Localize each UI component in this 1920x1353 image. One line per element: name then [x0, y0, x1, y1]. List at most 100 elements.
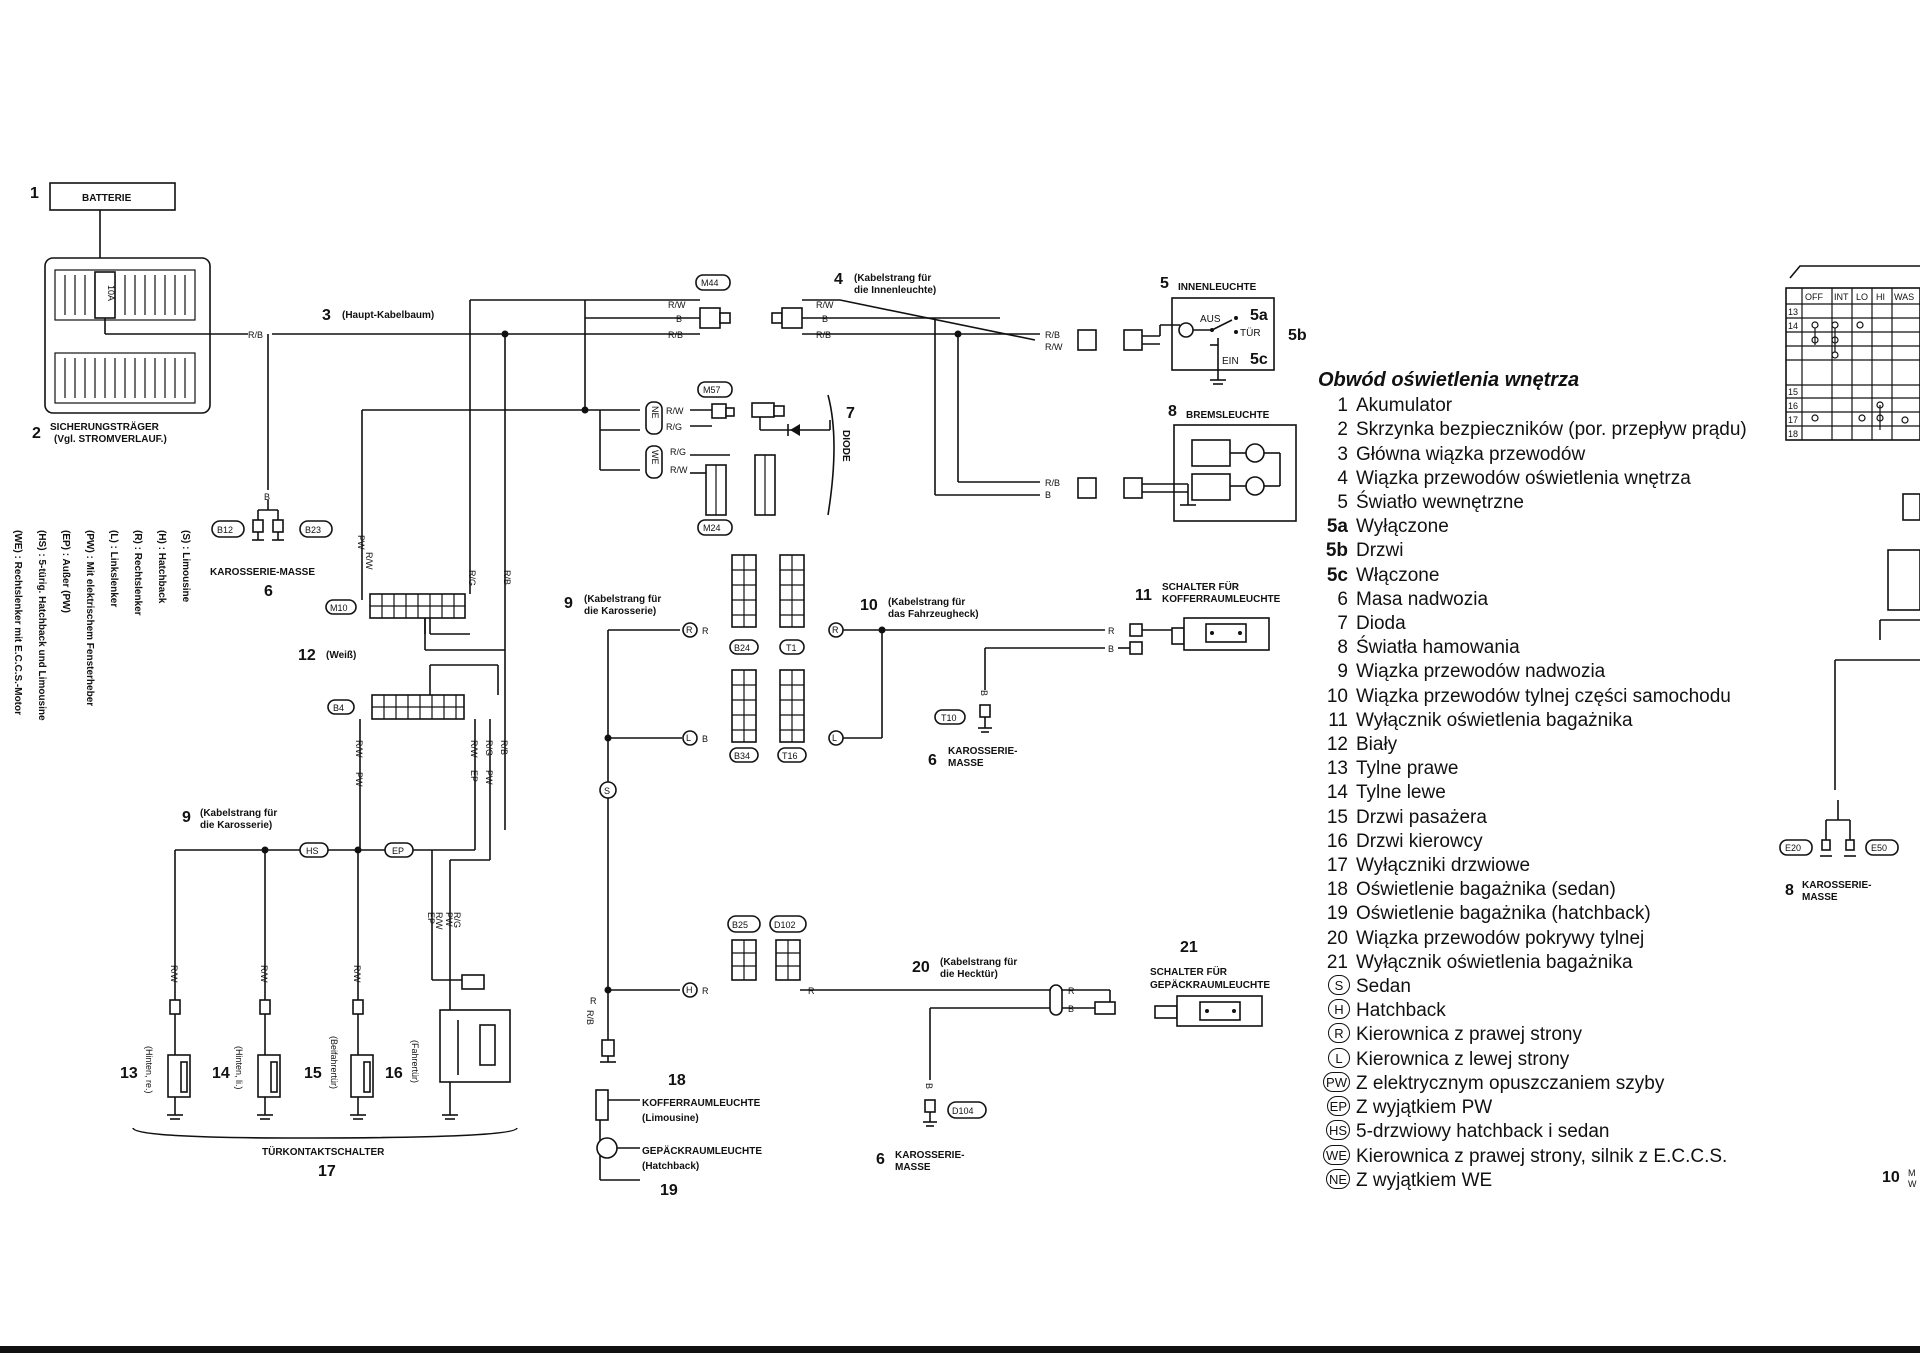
- legend-code-text: Z wyjątkiem WE: [1356, 1169, 1493, 1191]
- label-14: 14: [212, 1065, 230, 1082]
- legend-code-key: WE: [1318, 1144, 1356, 1169]
- table-r-18: 18: [1788, 429, 1798, 439]
- wire-label-5-rw: R/W: [1045, 342, 1063, 352]
- legend-code-key: NE: [1318, 1168, 1356, 1193]
- legend-text: Główna wiązka przewodów: [1356, 443, 1586, 465]
- ein-label: EIN: [1222, 356, 1239, 367]
- right-frag-w: W: [1908, 1179, 1917, 1189]
- circled-code-icon: EP: [1326, 1096, 1350, 1117]
- wire-label-b4-rw: R/W: [354, 740, 364, 758]
- connector-m10-label: M10: [330, 603, 348, 613]
- legend-key: 13: [1326, 758, 1348, 780]
- code-pw-c: PW: [484, 770, 494, 785]
- table-h-was: WAS: [1894, 292, 1914, 302]
- connector-t16: [777, 747, 807, 763]
- rear-right-label: (Hinten, re.): [144, 1046, 154, 1094]
- connector-b12: [211, 520, 245, 538]
- label-11: 11: [1135, 587, 1152, 604]
- fuse-box-outline: [44, 257, 211, 414]
- legend-code: R Kierownica z prawej strony: [1318, 1023, 1768, 1047]
- table-r-13: 13: [1788, 307, 1798, 317]
- code-h: H: [686, 985, 693, 995]
- legend-text: Akumulator: [1356, 395, 1453, 417]
- connector-12-block: PW R/W R/G R/B M10 12 (Weiß) B4 R/W PW R…: [298, 409, 585, 860]
- wire-label-b4-rg: R/G: [484, 740, 494, 756]
- label-12: 12: [298, 647, 316, 664]
- wire-label-5-rb: R/B: [1045, 330, 1060, 340]
- label-5c: 5c: [1250, 351, 1268, 368]
- legend-key: 15: [1326, 806, 1348, 828]
- legend-code-key: H: [1318, 999, 1356, 1023]
- code-we: WE: [650, 450, 660, 465]
- wire-label-11-b: B: [1108, 644, 1114, 654]
- driver-door-label: (Fahrertür): [410, 1040, 420, 1083]
- wire-label-t10-b: B: [979, 690, 989, 696]
- wire-label-door-rg: R/G: [452, 912, 462, 928]
- connector-m24-label: M24: [703, 523, 721, 533]
- legend-text: Wiązka przewodów oświetlenia wnętrza: [1356, 467, 1691, 489]
- code-hs: HS: [306, 846, 319, 856]
- wire-label-8-rb: R/B: [1045, 478, 1060, 488]
- circled-code-icon: PW: [1323, 1071, 1350, 1092]
- right-frag-m: M: [1908, 1168, 1916, 1178]
- sidebar-code-line: (HS) : 5-türig. Hatchback und Limousine: [36, 530, 47, 721]
- connector-b4-label: B4: [333, 703, 344, 713]
- body-harness-1: (Kabelstrang für: [584, 594, 661, 605]
- switch-13: 13 (Hinten, re.): [120, 999, 191, 1120]
- connector-m24: [697, 519, 733, 536]
- legend-text: Skrzynka bezpieczników (por. przepływ pr…: [1356, 419, 1747, 441]
- code-r-b: R: [832, 625, 839, 635]
- legend-code-text: Z elektrycznym opuszczaniem szyby: [1356, 1072, 1665, 1094]
- battery-block: 1 BATTERIE: [30, 182, 176, 260]
- legend-text: Drzwi kierowcy: [1356, 830, 1483, 852]
- sidebar-code-line: (L) : Linkslenker: [108, 530, 119, 608]
- label-9-left: 9: [182, 809, 191, 826]
- wire-label-m10-rw: R/W: [364, 552, 374, 570]
- legend-key: 5: [1337, 492, 1348, 514]
- connector-b34-label: B34: [734, 751, 750, 761]
- sidebar-code-line: (S) : Limousine: [180, 530, 191, 603]
- cargo-switch-2: GEPÄCKRAUMLEUCHTE: [1150, 978, 1270, 991]
- legend-code-text: Kierownica z prawej strony: [1356, 1024, 1582, 1046]
- legend-text: Tylne prawe: [1356, 758, 1459, 780]
- label-9: 9: [564, 595, 573, 612]
- legend-title: Obwód oświetlenia wnętrza: [1318, 369, 1580, 391]
- connector-m57-label: M57: [703, 385, 721, 395]
- rear-harness-block: 9 (Kabelstrang für die Karosserie) R R L…: [564, 554, 1281, 994]
- cargo-light-2: (Hatchback): [642, 1161, 699, 1172]
- wire-label-r-a: R: [702, 626, 709, 636]
- connector-d102-label: D102: [774, 920, 796, 930]
- label-3: 3: [322, 307, 331, 324]
- code-ne: NE: [650, 406, 660, 419]
- wire-label-4-rw: R/W: [816, 300, 834, 310]
- legend-text: Wyłącznik oświetlenia bagażnika: [1356, 709, 1633, 731]
- wire-label-d104-b: B: [924, 1083, 934, 1089]
- legend-key: 5c: [1326, 564, 1348, 586]
- legend-code-text: Hatchback: [1356, 1000, 1446, 1022]
- circled-code-icon: R: [1328, 1023, 1350, 1044]
- legend-text: Wyłączone: [1356, 516, 1449, 538]
- table-r-16: 16: [1788, 401, 1798, 411]
- connector-b23: [299, 520, 333, 538]
- code-pw-a: PW: [356, 535, 366, 550]
- main-harness: R/B 3 (Haupt-Kabelbaum) R/W B R/B M44 NE…: [105, 274, 855, 600]
- tailgate-harness-2: die Hecktür): [940, 969, 998, 980]
- wire-label-18-r: R: [590, 996, 597, 1006]
- label-19: 19: [660, 1182, 678, 1199]
- legend-key: 10: [1326, 685, 1348, 707]
